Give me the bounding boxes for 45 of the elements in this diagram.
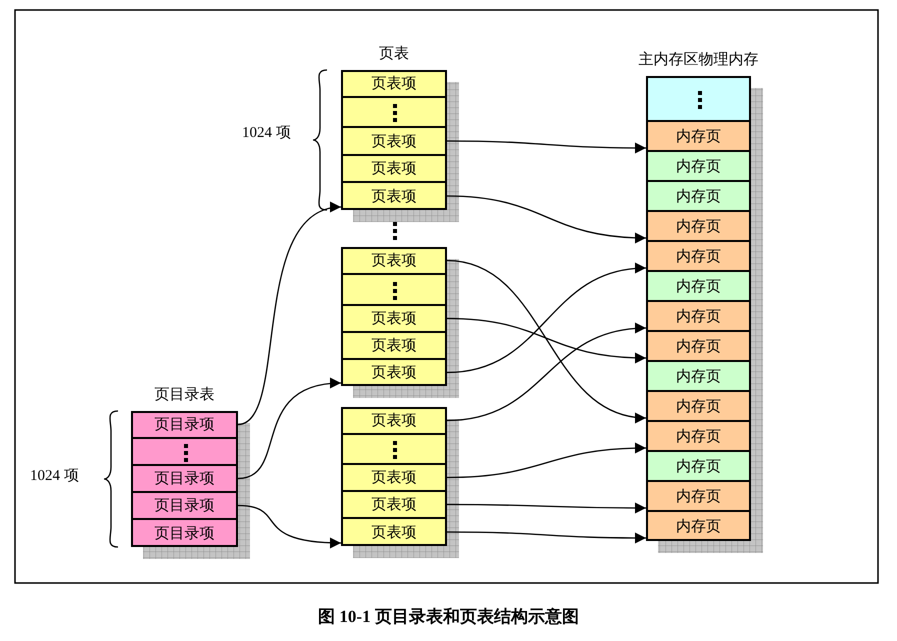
- memory-page: 内存页: [646, 151, 751, 181]
- page-table-entry: 页表项: [341, 332, 447, 359]
- arrow: [238, 204, 342, 426]
- arrow: [238, 378, 342, 480]
- arrow: [446, 195, 646, 244]
- arrow: [447, 502, 646, 514]
- arrow: [238, 504, 342, 548]
- ellipsis-cell: [646, 76, 751, 121]
- arrow: [446, 442, 646, 478]
- memory-page: 内存页: [646, 301, 751, 331]
- ellipsis-cell: [341, 434, 447, 464]
- table-heading: 主内存区物理内存: [638, 50, 760, 70]
- ellipsis-cell: [341, 274, 447, 305]
- page-table-entry: 页表项: [341, 155, 447, 182]
- memory-page: 内存页: [646, 361, 751, 391]
- caption: 图 10-1 页目录表和页表结构示意图: [317, 606, 580, 628]
- arrow: [447, 140, 646, 154]
- directory-entry: 页目录项: [131, 465, 238, 492]
- page-table-entry: 页表项: [341, 305, 447, 332]
- arrow: [447, 531, 646, 544]
- table-heading: 页表: [378, 44, 410, 64]
- arrow: [446, 318, 646, 364]
- memory-page: 内存页: [646, 451, 751, 481]
- page-table-entry: 页表项: [341, 464, 447, 491]
- memory-page: 内存页: [646, 421, 751, 451]
- directory-entry: 页目录项: [131, 492, 238, 519]
- page-table-entry: 页表项: [341, 127, 447, 155]
- memory-page: 内存页: [646, 241, 751, 271]
- count-label: 1024 项: [30, 467, 79, 486]
- memory-page: 内存页: [646, 331, 751, 361]
- memory-page: 内存页: [646, 121, 751, 151]
- memory-page: 内存页: [646, 481, 751, 511]
- arrow: [446, 260, 646, 422]
- ellipsis-cell: [131, 438, 238, 465]
- memory-page: 内存页: [646, 511, 751, 541]
- arrow: [446, 264, 646, 374]
- page-table-entry: 页表项: [341, 491, 447, 518]
- memory-page: 内存页: [646, 181, 751, 211]
- memory-page: 内存页: [646, 391, 751, 421]
- memory-page: 内存页: [646, 211, 751, 241]
- count-label: 1024 项: [242, 124, 291, 143]
- ellipsis-cell: [341, 97, 447, 127]
- arrow: [446, 323, 646, 422]
- memory-page: 内存页: [646, 271, 751, 301]
- table-heading: 页目录表: [154, 386, 216, 405]
